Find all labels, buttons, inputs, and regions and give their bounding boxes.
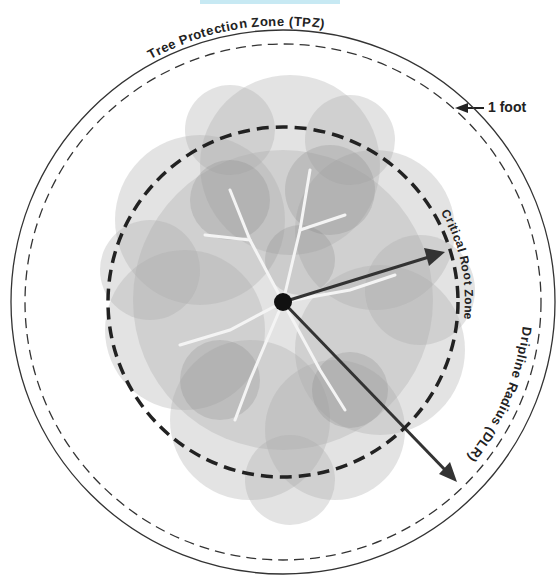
dimension-label: 1 foot (488, 100, 526, 115)
dripline-radius-label: Dripline Radius (DLR) (465, 325, 532, 465)
tree-protection-zone: Tree Protection Zone (TPZ)Critical Root … (11, 30, 555, 574)
critical-root-zone-outline (108, 127, 458, 477)
critical-root-arrow (283, 248, 445, 302)
top-strip (200, 0, 340, 4)
critical-root-zone: Critical Root Zone (108, 127, 458, 477)
critical-root-zone-label: Critical Root Zone (441, 208, 475, 322)
trunk-dot (274, 293, 292, 311)
dripline-circle (25, 44, 541, 560)
tree-canopy (100, 75, 475, 525)
tree-protection-zone-label: Tree Protection Zone (TPZ) (145, 15, 329, 60)
dripline-radius-arrow (283, 302, 457, 482)
